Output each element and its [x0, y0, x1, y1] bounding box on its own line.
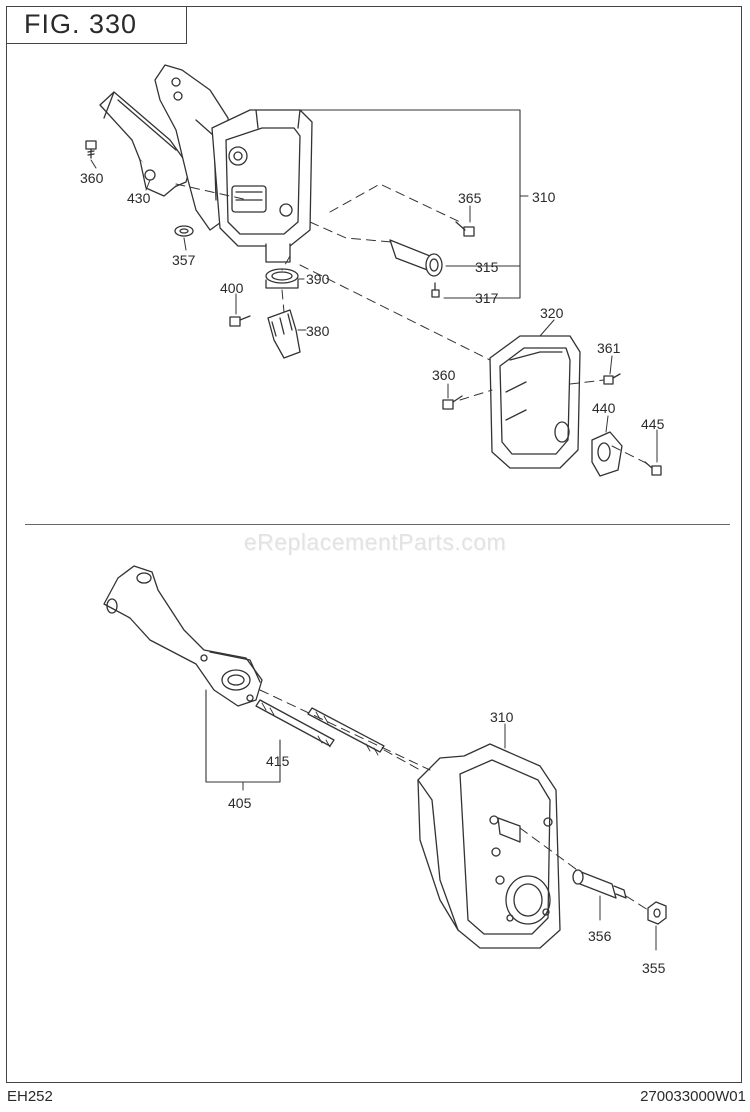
leader-lines — [242, 723, 657, 951]
callout-bracket — [291, 109, 529, 299]
screw-part — [431, 282, 440, 298]
bolt-part — [85, 140, 97, 159]
assembly-lines — [175, 183, 653, 467]
washer-part — [174, 225, 194, 237]
part-label: 310 — [490, 709, 514, 725]
part-label: 445 — [641, 416, 665, 432]
exhaust-manifold-part — [103, 565, 263, 707]
part-label: 415 — [266, 753, 290, 769]
leader-lines — [90, 159, 658, 463]
watermark: eReplacementParts.com — [243, 529, 507, 555]
diagram-frame — [6, 6, 742, 1083]
part-label: 365 — [458, 190, 482, 206]
part-label: 356 — [588, 928, 612, 944]
exhaust-guide-part — [267, 309, 301, 359]
part-label: 405 — [228, 795, 252, 811]
muffler-cover-part — [489, 335, 581, 469]
part-label: 310 — [532, 189, 556, 205]
part-label: 430 — [127, 190, 151, 206]
assembly-lines — [259, 689, 649, 911]
clamp-part — [265, 268, 299, 289]
stud-bolt-part — [255, 699, 385, 756]
bolt-part — [442, 395, 463, 410]
part-label: 360 — [80, 170, 104, 186]
part-label: 400 — [220, 280, 244, 296]
screw-part — [603, 373, 621, 385]
part-label: 315 — [475, 259, 499, 275]
drawing-code: 270033000W01 — [640, 1088, 746, 1105]
section-divider — [25, 524, 730, 525]
muffler-body-part — [211, 109, 313, 263]
bolt-part — [229, 315, 251, 327]
deflector-part — [591, 431, 623, 477]
part-label: 355 — [642, 960, 666, 976]
part-label: 380 — [306, 323, 330, 339]
part-label: 440 — [592, 400, 616, 416]
tail-pipe-part — [389, 239, 443, 277]
part-label: 360 — [432, 367, 456, 383]
nut-part — [647, 901, 667, 925]
model-number: EH252 — [7, 1088, 53, 1105]
spacer-part — [572, 869, 627, 899]
part-label: 317 — [475, 290, 499, 306]
part-label: 357 — [172, 252, 196, 268]
figure-title: FIG. 330 — [6, 6, 187, 44]
screw-part — [644, 461, 662, 476]
part-label: 320 — [540, 305, 564, 321]
part-label: 361 — [597, 340, 621, 356]
bolt-part — [455, 221, 475, 237]
part-label: 390 — [306, 271, 330, 287]
muffler-body-part — [417, 743, 561, 949]
